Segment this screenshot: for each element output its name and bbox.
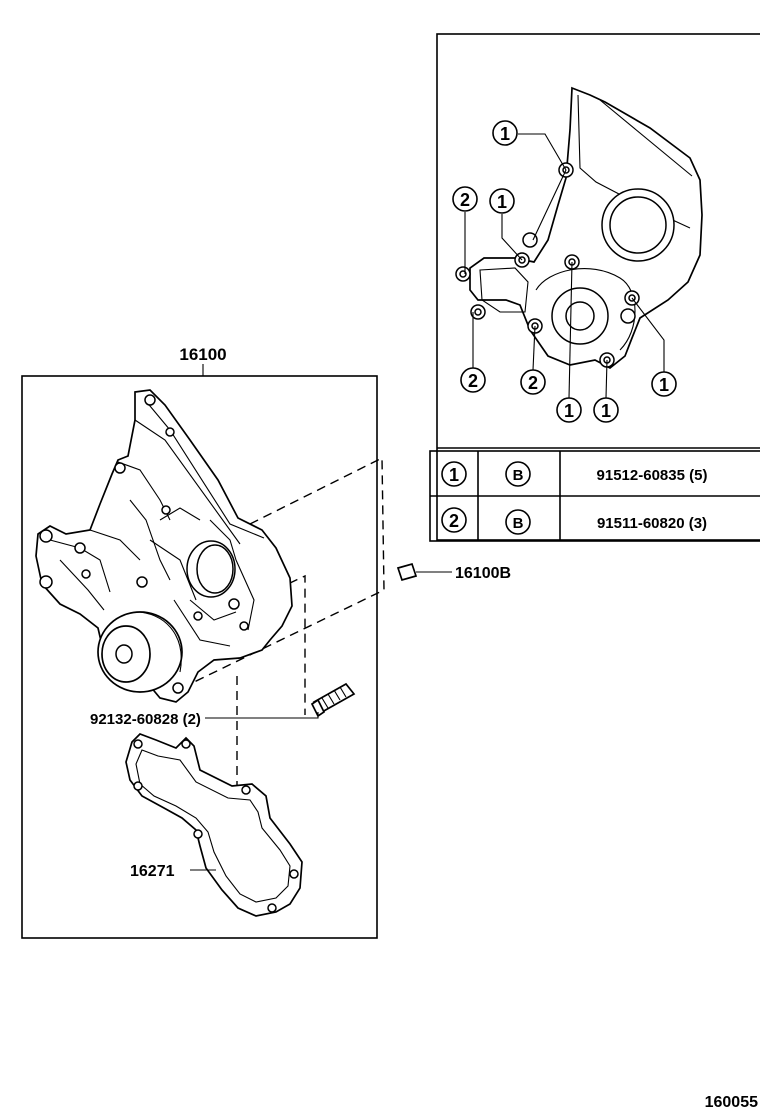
assembly-frame	[21, 375, 378, 939]
stud-label: 92132-60828 (2)	[90, 711, 201, 728]
callout-2-bottom-left: 2	[460, 367, 486, 393]
legend-part-number: 91511-60820 (3)	[597, 515, 707, 532]
callout-1-right: 1	[651, 371, 677, 397]
inset-view: 1 1 2 1 2 2 1 1	[429, 33, 760, 542]
svg-text:B: B	[513, 515, 524, 532]
water-pump-body	[35, 389, 293, 703]
legend-row-2: 2 B 91511-60820 (3)	[441, 507, 707, 535]
svg-text:1: 1	[497, 192, 507, 212]
plug-label: 16100B	[455, 565, 511, 582]
callout-1-top: 1	[492, 120, 518, 146]
callout-1-mid: 1	[489, 188, 515, 214]
legend-table: 1 B 91512-60835 (5) 2 B 91511-60820 (3)	[429, 450, 760, 542]
svg-text:2: 2	[468, 371, 478, 391]
svg-text:2: 2	[460, 190, 470, 210]
svg-text:1: 1	[500, 124, 510, 144]
diagram-id: 160055	[705, 1094, 758, 1111]
svg-text:1: 1	[659, 375, 669, 395]
svg-text:1: 1	[564, 401, 574, 421]
gasket-label: 16271	[130, 863, 175, 880]
callout-1-bottom-center: 1	[556, 397, 582, 423]
assembly-label: 16100	[179, 345, 226, 364]
legend-part-number: 91512-60835 (5)	[597, 467, 708, 484]
svg-text:2: 2	[449, 511, 459, 531]
svg-text:1: 1	[449, 465, 459, 485]
inset-pump-cover	[455, 86, 703, 370]
stud-bolt-part: 92132-60828 (2)	[90, 682, 356, 728]
callout-2-bottom-mid: 2	[520, 369, 546, 395]
svg-text:B: B	[513, 467, 524, 484]
main-assembly-view: 16100	[21, 345, 511, 939]
inset-leaders	[464, 133, 665, 399]
svg-text:1: 1	[601, 401, 611, 421]
legend-row-1: 1 B 91512-60835 (5)	[441, 461, 708, 487]
inset-frame	[436, 33, 760, 541]
callout-1-bottom-right: 1	[593, 397, 619, 423]
plug-part: 16100B	[396, 562, 511, 582]
svg-text:2: 2	[528, 373, 538, 393]
gasket-part: 16271	[125, 733, 303, 917]
callout-2-left: 2	[452, 186, 478, 212]
